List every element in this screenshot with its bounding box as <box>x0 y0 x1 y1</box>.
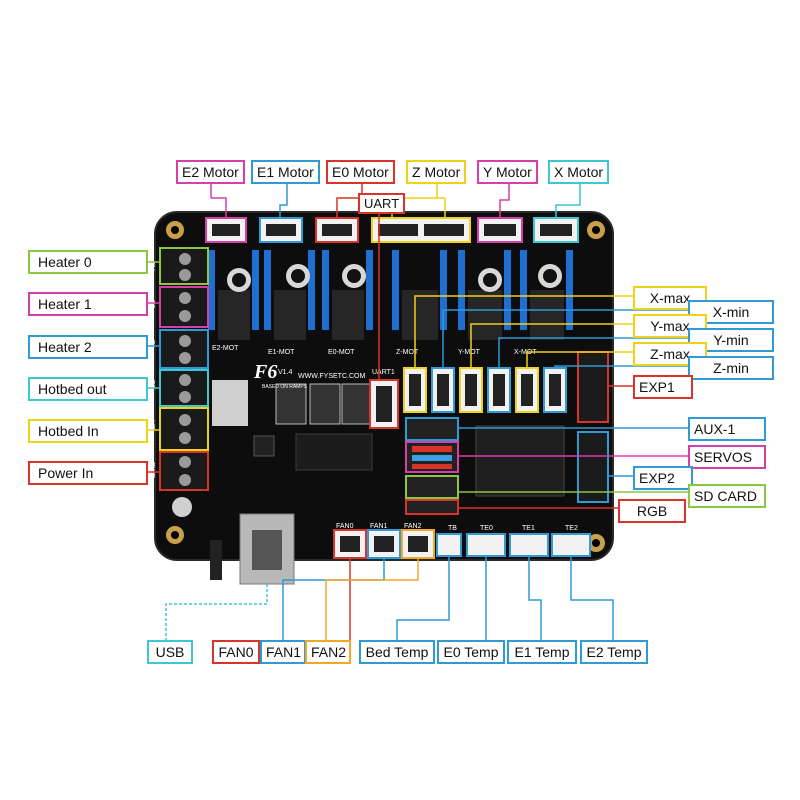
bottom-silk-label-1: FAN1 <box>370 523 388 530</box>
label-fan1: FAN1 <box>260 640 306 664</box>
mot-silk-label-4: Y-MOT <box>458 349 481 356</box>
endstop-connectors <box>403 367 567 413</box>
motor-connectors <box>205 217 579 243</box>
power-terminals <box>159 247 209 491</box>
mosfets <box>212 380 373 426</box>
label-exp2: EXP2 <box>633 466 693 490</box>
label-y-motor: Y Motor <box>477 160 538 184</box>
label-y-min: Y-min <box>688 328 774 352</box>
side-silk-label-5: PWR <box>148 462 155 478</box>
label-e1-temp: E1 Temp <box>507 640 577 664</box>
board-website: WWW.FYSETC.COM <box>298 373 365 380</box>
label-fan0: FAN0 <box>212 640 260 664</box>
mcu-chip <box>475 425 565 497</box>
label-usb: USB <box>147 640 193 664</box>
bottom-silk-label-4: TE0 <box>480 525 493 532</box>
label-z-motor: Z Motor <box>406 160 467 184</box>
bottom-silkscreen: FAN0 FAN1 FAN2 TB TE0 TE1 TE2 <box>336 523 578 532</box>
bottom-silk-label-0: FAN0 <box>336 523 354 530</box>
board-version: V1.4 <box>278 369 293 376</box>
label-uart: UART <box>358 193 406 214</box>
servos-header <box>405 441 459 473</box>
label-fan2: FAN2 <box>305 640 351 664</box>
side-silk-label-2: E1 <box>148 340 155 349</box>
bottom-silk-label-5: TE1 <box>522 525 535 532</box>
label-exp1: EXP1 <box>633 375 693 399</box>
uart1-silk: UART1 <box>372 369 395 376</box>
label-e0-temp: E0 Temp <box>437 640 505 664</box>
label-e2-temp: E2 Temp <box>580 640 648 664</box>
label-x-min: X-min <box>688 300 774 324</box>
label-aux1: AUX-1 <box>688 417 766 441</box>
label-heater-0: Heater 0 <box>28 250 148 274</box>
label-sd-card: SD CARD <box>688 484 766 508</box>
mounting-holes <box>166 221 605 552</box>
label-e2-motor: E2 Motor <box>176 160 245 184</box>
mot-silk-label-2: E0-MOT <box>328 349 355 356</box>
mot-silk-label-5: X-MOT <box>514 349 537 356</box>
driver-sockets <box>208 250 573 340</box>
label-z-min: Z-min <box>688 356 774 380</box>
motor-silkscreen: E2-MOT E1-MOT E0-MOT Z-MOT Y-MOT X-MOT <box>212 345 537 356</box>
side-silk-label-3: E2 <box>148 380 155 389</box>
bottom-silk-label-3: TB <box>448 525 457 532</box>
label-servos: SERVOS <box>688 445 766 469</box>
label-hotbed-in: Hotbed In <box>28 419 148 443</box>
side-silk-label-0: 5V <box>148 262 155 271</box>
label-hotbed-out: Hotbed out <box>28 377 148 401</box>
sd-card-header <box>405 475 459 499</box>
bottom-silk-label-2: FAN2 <box>404 523 422 530</box>
exp1-header <box>577 351 609 423</box>
board-model-mark: F6 <box>253 361 277 383</box>
label-rgb: RGB <box>618 499 686 523</box>
exp2-header <box>577 431 609 503</box>
side-silk-label-1: E0 <box>148 300 155 309</box>
label-x-max: X-max <box>633 286 707 310</box>
label-heater-1: Heater 1 <box>28 292 148 316</box>
label-bed-temp: Bed Temp <box>359 640 435 664</box>
board-based-on: BASED ON RAMPS <box>262 384 308 390</box>
mot-silk-label-1: E1-MOT <box>268 349 295 356</box>
aux1-header <box>405 417 459 441</box>
label-x-motor: X Motor <box>548 160 610 184</box>
bottom-connectors <box>333 529 591 559</box>
label-heater-2: Heater 2 <box>28 335 148 359</box>
bottom-silk-label-6: TE2 <box>565 525 578 532</box>
label-power-in: Power In <box>28 461 148 485</box>
rgb-header <box>405 499 459 515</box>
label-e1-motor: E1 Motor <box>251 160 320 184</box>
label-e0-motor: E0 Motor <box>326 160 395 184</box>
mot-silk-label-0: E2-MOT <box>212 345 239 352</box>
side-silk-label-4: HB <box>148 420 155 430</box>
leader-lines <box>147 180 688 640</box>
mot-silk-label-3: Z-MOT <box>396 349 419 356</box>
